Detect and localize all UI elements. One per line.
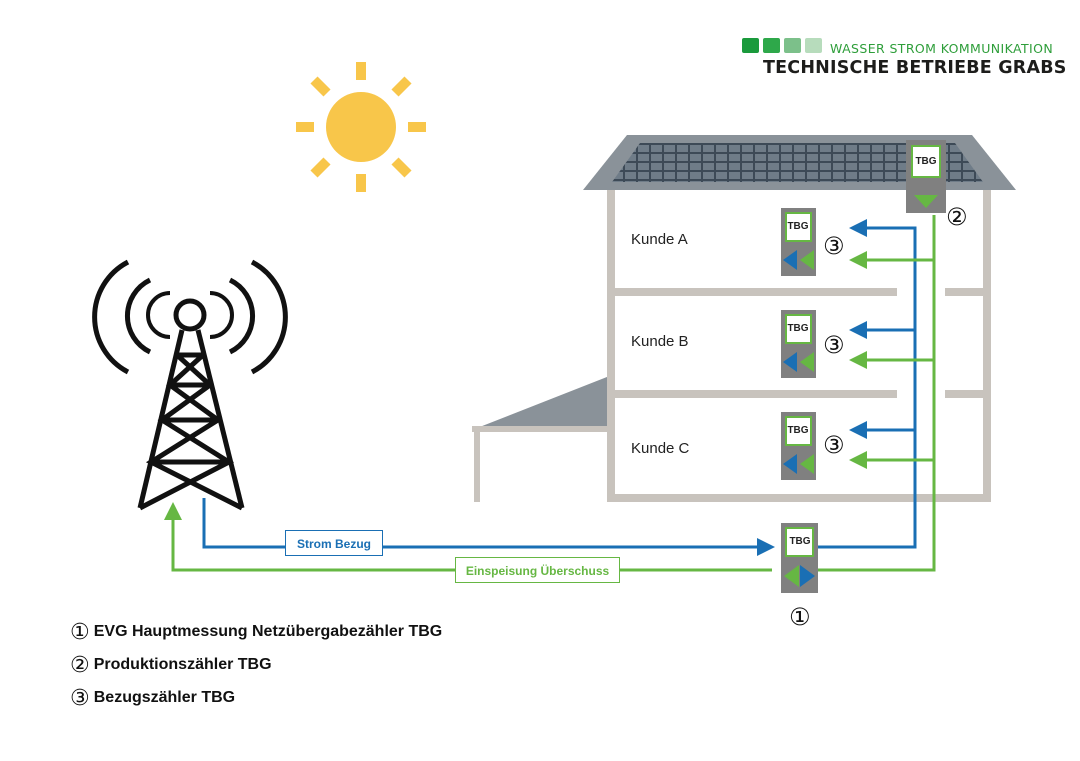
flow-label-bezug: Strom Bezug — [285, 530, 383, 556]
legend-marker: ① — [70, 620, 90, 645]
meter-label-kunde-a: TBG — [787, 221, 809, 232]
meter-production — [906, 140, 946, 213]
antenna-tower-icon — [92, 259, 288, 511]
logo-tagline: WASSER STROM KOMMUNIKATION — [830, 41, 1054, 56]
meter-kunde-a — [781, 208, 816, 276]
meter-main — [781, 523, 818, 593]
logo-icon — [742, 38, 822, 53]
meter-kunde-c — [781, 412, 816, 480]
customer-label-a: Kunde A — [631, 231, 688, 248]
logo-name: TECHNISCHE BETRIEBE GRABS — [763, 58, 1067, 78]
marker-three-a: ③ — [823, 232, 845, 260]
meter-label-main: TBG — [789, 536, 811, 547]
marker-three-c: ③ — [823, 431, 845, 459]
marker-two: ② — [946, 203, 968, 231]
meter-label-kunde-b: TBG — [787, 323, 809, 334]
legend-marker: ② — [70, 653, 90, 678]
legend-text: Bezugszähler TBG — [93, 689, 236, 706]
legend-text: Produktionszähler TBG — [93, 656, 272, 673]
flow-label-einspeisung: Einspeisung Überschuss — [455, 557, 620, 583]
meter-kunde-b — [781, 310, 816, 378]
legend-text: EVG Hauptmessung Netzübergabezähler TBG — [93, 623, 443, 640]
sun-icon — [296, 62, 426, 192]
marker-three-b: ③ — [823, 331, 845, 359]
legend-marker: ③ — [70, 686, 90, 711]
customer-label-b: Kunde B — [631, 333, 689, 350]
meter-label-production: TBG — [915, 156, 937, 167]
customer-label-c: Kunde C — [631, 440, 690, 457]
marker-one: ① — [789, 603, 811, 631]
meter-label-kunde-c: TBG — [787, 425, 809, 436]
